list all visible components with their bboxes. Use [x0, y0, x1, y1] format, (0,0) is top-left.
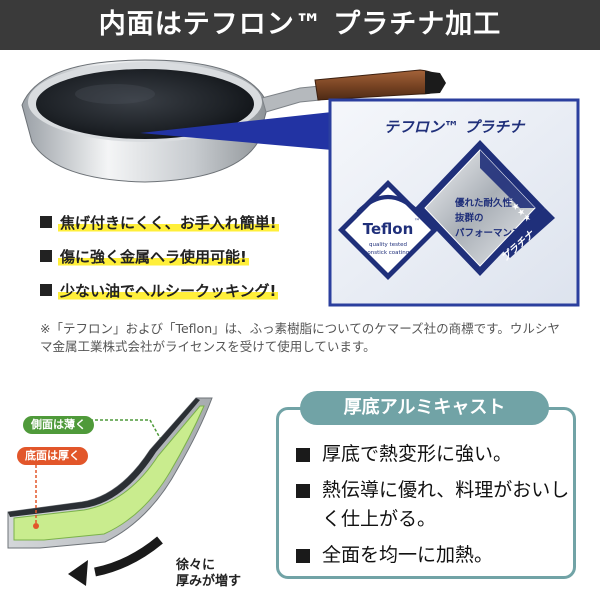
gradual-line-1: 徐々に	[176, 558, 216, 573]
trademark-note: ※「テフロン」および「Teflon」は、ふっ素樹脂についてのケマーズ社の商標です…	[40, 321, 560, 354]
header-title: 内面はテフロン™ プラチナ加工	[98, 9, 502, 40]
side-guide-line	[80, 419, 161, 439]
frying-pan	[21, 59, 446, 183]
teflon-logo-tm: ™	[414, 218, 420, 225]
teflon-panel-heading: テフロン™ プラチナ	[384, 118, 526, 136]
spec-line-2: 抜群の	[455, 212, 484, 224]
aluminum-item: 厚底で熱変形に強い。	[296, 440, 576, 469]
aluminum-item: 全面を均一に加熱。	[296, 541, 576, 570]
pan-wall-section	[7, 397, 213, 549]
bottom-thick-tag: 底面は厚く	[17, 447, 88, 465]
feature-item: 傷に強く金属ヘラ使用可能!	[40, 240, 279, 272]
square-bullet-icon	[296, 448, 310, 462]
pan-illustration: テフロン™ プラチナ ★★★★★ 優れた耐久性 抜群の パフォーマンス プラチナ…	[21, 59, 580, 307]
teflon-logo: Teflon ™ quality tested nonstick coating…	[338, 180, 438, 280]
square-bullet-icon	[40, 250, 52, 262]
teflon-logo-sub-2: nonstick coatings	[364, 250, 412, 256]
aluminum-feature-list: 厚底で熱変形に強い。 熱伝導に優れ、料理がおいしく仕上がる。 全面を均一に加熱。	[296, 440, 576, 577]
square-bullet-icon	[40, 216, 52, 228]
pan-handle	[261, 69, 446, 113]
gradual-line-2: 厚みが増す	[176, 574, 242, 589]
square-bullet-icon	[40, 284, 52, 296]
side-thin-tag: 側面は薄く	[23, 416, 94, 434]
aluminum-title: 厚底アルミキャスト	[300, 391, 549, 425]
gradual-thickness-label: 徐々に 厚みが増す	[176, 558, 241, 590]
aluminum-item-text: 熱伝導に優れ、料理がおいしく仕上がる。	[322, 479, 570, 530]
thickness-arrow-icon	[68, 536, 163, 586]
aluminum-item: 熱伝導に優れ、料理がおいしく仕上がる。	[296, 476, 576, 534]
feature-item: 焦げ付きにくく、お手入れ簡単!	[40, 206, 279, 238]
bottom-guide-dot	[33, 523, 39, 529]
feature-text: 傷に強く金属ヘラ使用可能!	[58, 245, 249, 267]
feature-text: 焦げ付きにくく、お手入れ簡単!	[58, 211, 279, 233]
page-header: 内面はテフロン™ プラチナ加工	[0, 0, 600, 50]
square-bullet-icon	[296, 549, 310, 563]
aluminum-item-text: 全面を均一に加熱。	[322, 544, 494, 566]
feature-text: 少ない油でヘルシークッキング!	[58, 279, 279, 301]
callout-beam	[140, 112, 332, 150]
teflon-logo-sub-1: quality tested	[369, 242, 407, 248]
square-bullet-icon	[296, 484, 310, 498]
cross-section-illustration	[7, 397, 213, 586]
spec-line-1: 優れた耐久性	[454, 197, 513, 209]
feature-list: 焦げ付きにくく、お手入れ簡単! 傷に強く金属ヘラ使用可能! 少ない油でヘルシーク…	[40, 206, 279, 308]
feature-item: 少ない油でヘルシークッキング!	[40, 274, 279, 306]
teflon-logo-word: Teflon	[363, 220, 414, 238]
aluminum-item-text: 厚底で熱変形に強い。	[322, 443, 513, 465]
teflon-panel: テフロン™ プラチナ ★★★★★ 優れた耐久性 抜群の パフォーマンス プラチナ…	[328, 98, 580, 307]
spec-line-3: パフォーマンス	[455, 227, 521, 239]
